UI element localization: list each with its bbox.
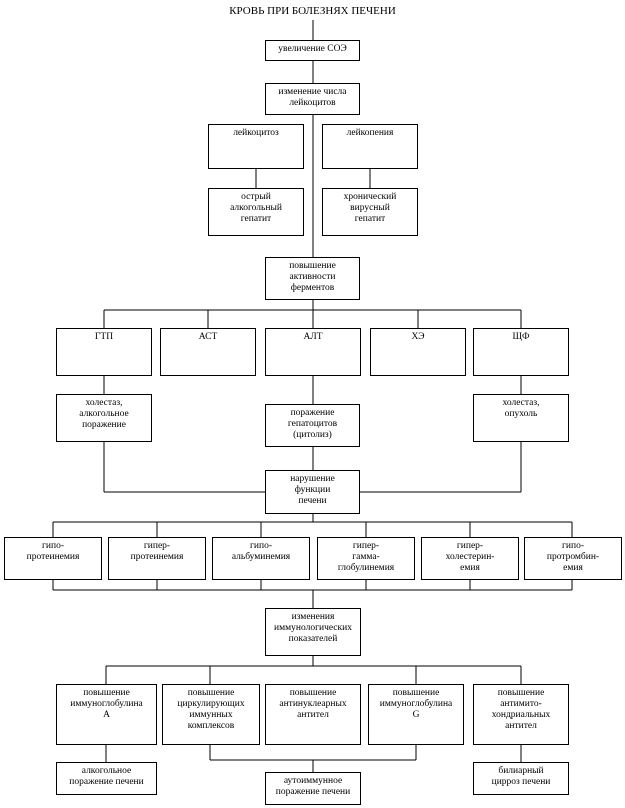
box-gtp: ГТП — [56, 328, 152, 376]
box-biliary-cirrhosis: билиарный цирроз печени — [473, 762, 569, 795]
box-enzyme-activity: повышение активности ферментов — [265, 257, 360, 300]
box-hypoalbuminemia: гипо- альбуминемия — [212, 537, 310, 580]
box-hypercholesterinemia: гипер- холестерин- емия — [421, 537, 519, 580]
box-iga-increase: повышение иммуноглобулина А — [56, 684, 157, 745]
box-leukopenia: лейкопения — [322, 124, 418, 169]
box-chronic-viral-hepatitis: хронический вирусный гепатит — [322, 188, 418, 236]
box-autoimmune-liver-damage: аутоиммунное поражение печени — [265, 772, 361, 805]
box-hypoprothrombinemia: гипо- протромбин- емия — [524, 537, 622, 580]
box-ama-increase: повышение антимито- хондриальных антител — [473, 684, 569, 745]
box-hypoproteinemia: гипо- протеинемия — [4, 537, 102, 580]
box-liver-function: нарушение функции печени — [265, 470, 360, 514]
box-hypergammaglobulinemia: гипер- гамма- глобулинемия — [317, 537, 415, 580]
box-leukocyte-change: изменение числа лейкоцитов — [265, 83, 360, 115]
box-alcoholic-liver-damage: алкогольное поражение печени — [56, 762, 157, 795]
box-cholestasis-alcoholic: холестаз, алкогольное поражение — [56, 394, 152, 442]
diagram-title: КРОВЬ ПРИ БОЛЕЗНЯХ ПЕЧЕНИ — [229, 5, 396, 17]
box-ana-increase: повышение антинуклеарных антител — [265, 684, 361, 745]
box-hepatocyte-damage: поражение гепатоцитов (цитолиз) — [265, 404, 360, 447]
box-hyperproteinemia: гипер- протеинемия — [108, 537, 206, 580]
box-cic-increase: повышение циркулирующих иммунных комплек… — [162, 684, 260, 745]
box-immunological-changes: изменения иммунологических показателей — [265, 608, 361, 656]
box-che: ХЭ — [370, 328, 466, 376]
box-leukocytosis: лейкоцитоз — [208, 124, 304, 169]
box-acute-alcoholic-hepatitis: острый алкогольный гепатит — [208, 188, 304, 236]
box-soe-increase: увеличение СОЭ — [265, 40, 360, 61]
box-cholestasis-tumor: холестаз, опухоль — [473, 394, 569, 442]
box-igg-increase: повышение иммуноглобулина G — [368, 684, 464, 745]
box-shf: ЩФ — [473, 328, 569, 376]
box-alt: АЛТ — [265, 328, 361, 376]
box-ast: АСТ — [160, 328, 256, 376]
